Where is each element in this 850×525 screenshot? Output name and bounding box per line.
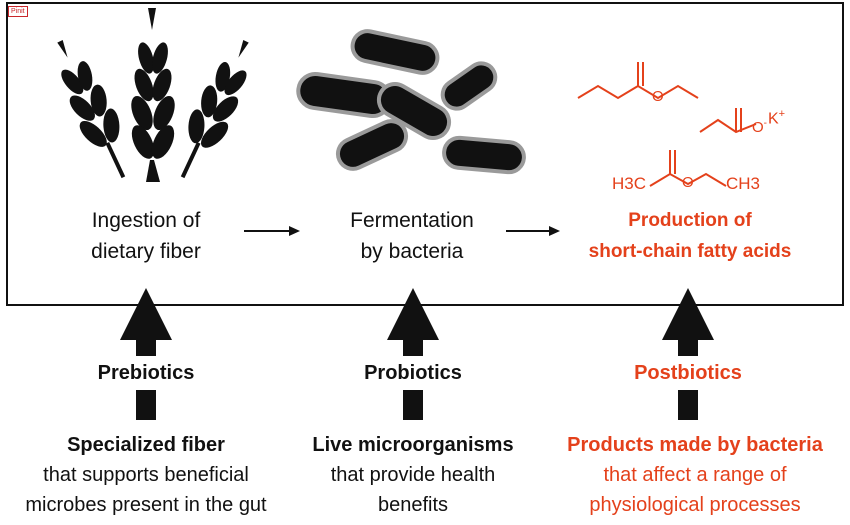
chem-o-minus-label: O-: [752, 118, 768, 136]
probiotics-line1: that provide health: [330, 464, 496, 486]
probiotics-heading: Probiotics: [364, 362, 462, 384]
wheat-icon: [57, 8, 249, 182]
step-ingestion-line1: Ingestion of: [91, 209, 201, 232]
step-fermentation-line1: Fermentation: [350, 209, 474, 232]
step-fermentation-line2: by bacteria: [360, 240, 464, 263]
step-production-label: Production of short-chain fatty acids: [560, 205, 820, 267]
postbiotics-line2: physiological processes: [589, 494, 801, 516]
chem-ch3-label: CH3: [726, 174, 761, 193]
pinit-badge[interactable]: Pinit: [8, 6, 28, 17]
chem-o-ester-label: O: [682, 174, 694, 191]
probiotics-arrow: [387, 288, 439, 420]
prebiotics-arrow: [120, 288, 172, 420]
prebiotics-heading: Prebiotics: [97, 362, 195, 384]
bacteria-icon: [296, 29, 526, 175]
arrow-to-production: [506, 226, 560, 236]
prebiotics-description: Specialized fiber that supports benefici…: [2, 430, 290, 520]
probiotics-lead: Live microorganisms: [312, 434, 514, 456]
probiotics-description: Live microorganisms that provide health …: [283, 430, 543, 520]
step-ingestion-label: Ingestion of dietary fiber: [56, 205, 236, 267]
postbiotics-heading: Postbiotics: [634, 362, 742, 384]
prebiotics-line1: that supports beneficial: [43, 464, 249, 486]
postbiotics-lead: Products made by bacteria: [567, 434, 823, 456]
prebiotics-line2: microbes present in the gut: [25, 494, 267, 516]
arrow-to-fermentation: [244, 226, 300, 236]
chem-h3c-label: H3C: [612, 174, 647, 193]
chem-k-label: K+: [768, 108, 786, 128]
step-production-line2: short-chain fatty acids: [588, 241, 792, 262]
step-production-line1: Production of: [628, 210, 752, 231]
postbiotics-description: Products made by bacteria that affect a …: [544, 430, 846, 520]
process-frame: [6, 2, 844, 306]
step-ingestion-line2: dietary fiber: [91, 240, 201, 263]
prebiotics-lead: Specialized fiber: [67, 434, 225, 456]
postbiotics-arrow: [662, 288, 714, 420]
scfa-molecules: [577, 62, 757, 187]
chem-o-label: O: [652, 88, 664, 105]
probiotics-line2: benefits: [377, 494, 449, 516]
step-fermentation-label: Fermentation by bacteria: [322, 205, 502, 267]
postbiotics-line1: that affect a range of: [603, 464, 787, 486]
